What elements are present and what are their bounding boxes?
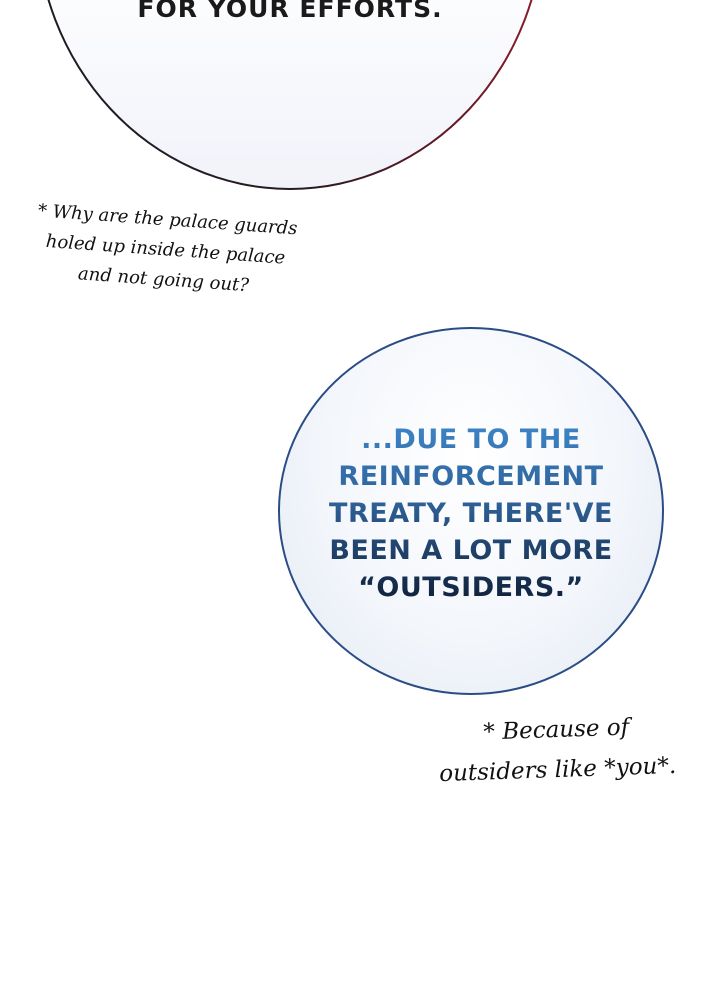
speech-bubble-main-text: ...DUE TO THE REINFORCEMENT TREATY, THER… xyxy=(280,421,662,606)
speech-bubble-main: ...DUE TO THE REINFORCEMENT TREATY, THER… xyxy=(278,327,664,695)
handwritten-aside-palace-guards: * Why are the palace guards holed up ins… xyxy=(37,200,299,297)
handwritten-aside-outsiders: * Because of outsiders like *you*. xyxy=(438,714,677,788)
speech-bubble-top-text: FOR YOUR EFFORTS. xyxy=(137,0,443,23)
speech-bubble-top: FOR YOUR EFFORTS. xyxy=(35,0,545,190)
